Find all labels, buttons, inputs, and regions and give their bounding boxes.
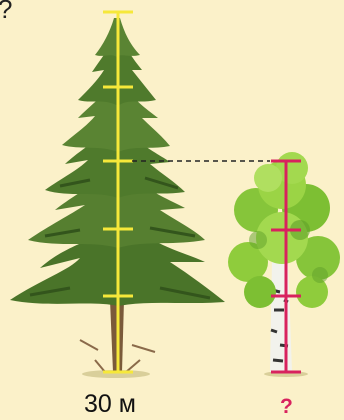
question-mark: ? [0,0,12,22]
birch-height-label: ? [280,396,293,417]
birch-tree-icon [228,152,340,372]
spruce-height-label: 30 м [84,392,136,417]
